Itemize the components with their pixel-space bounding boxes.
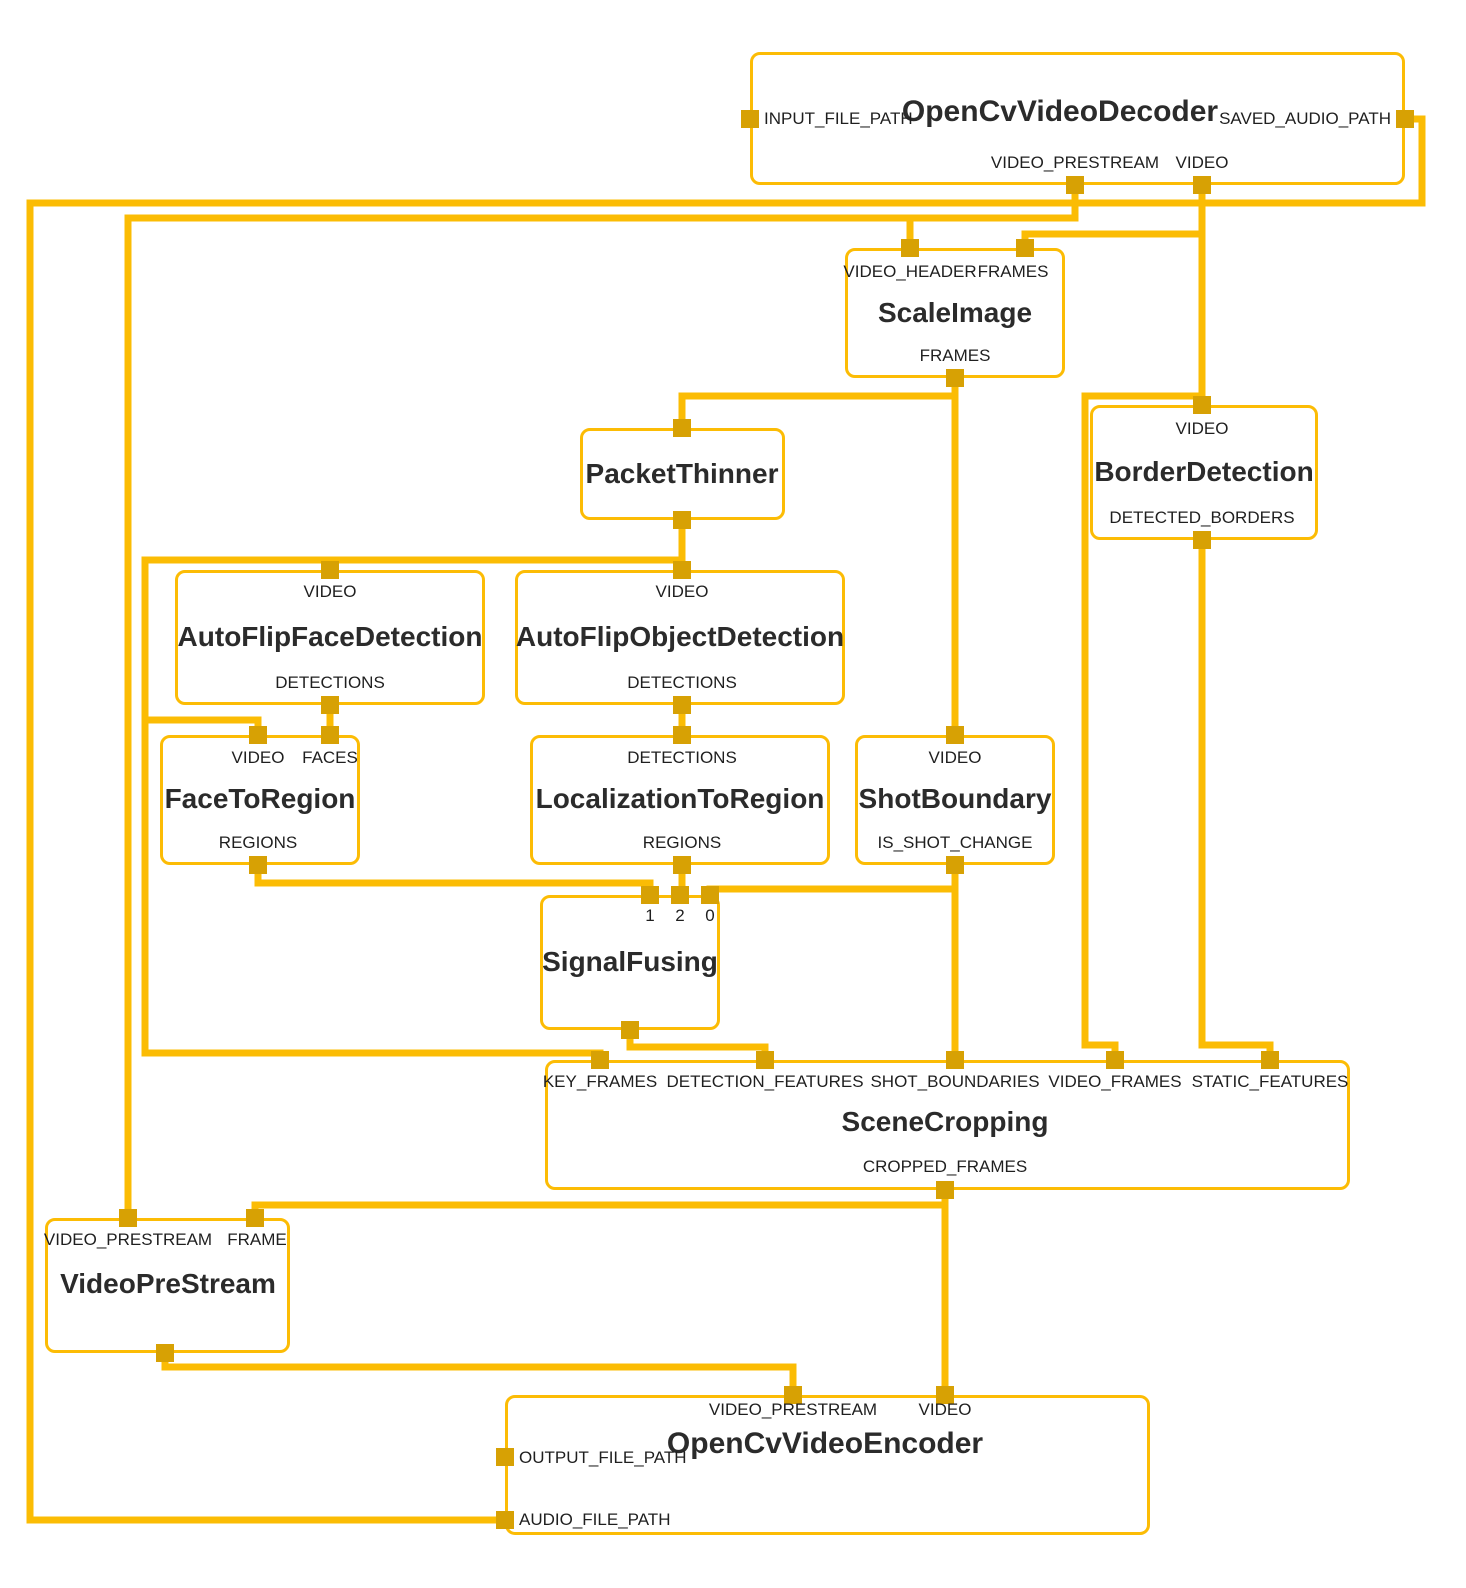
port-label: VIDEO — [655, 582, 709, 601]
edge-fused-regions — [626, 1030, 769, 1060]
node-opencv-video-decoder-title: OpenCvVideoDecoder — [901, 95, 1219, 128]
port-label: VIDEO_HEADER — [843, 262, 977, 281]
port-label: VIDEO_PRESTREAM — [43, 1230, 213, 1249]
port-label: FRAMES — [977, 262, 1049, 281]
port-label: VIDEO — [918, 1400, 972, 1419]
port-label: KEY_FRAMES — [542, 1072, 658, 1091]
port-label: VIDEO — [1175, 153, 1229, 172]
port-label: DETECTION_FEATURES — [666, 1072, 864, 1091]
port-label: INPUT_FILE_PATH — [764, 109, 913, 128]
port-label: DETECTIONS — [627, 673, 737, 692]
port-label: OUTPUT_FILE_PATH — [519, 1448, 687, 1467]
node-autoflip-face-detection-title: AutoFlipFaceDetection — [177, 621, 483, 652]
port-label: VIDEO_PRESTREAM — [990, 153, 1160, 172]
port-label: VIDEO_FRAMES — [1048, 1072, 1182, 1091]
edge-video-to-scale-frames — [1021, 230, 1202, 248]
port-label: REGIONS — [218, 833, 298, 852]
node-border-detection-title: BorderDetection — [1094, 456, 1314, 487]
node-opencv-video-encoder-title: OpenCvVideoEncoder — [666, 1427, 984, 1460]
port-label: DETECTIONS — [275, 673, 385, 692]
port-label: FRAME — [227, 1230, 287, 1249]
edge-shot-change-to-fusing — [706, 885, 955, 895]
node-scale-image-title: ScaleImage — [877, 297, 1033, 328]
port-label: DETECTIONS — [627, 748, 737, 767]
node-video-pre-stream-title: VideoPreStream — [60, 1268, 276, 1299]
port-label: 1 — [645, 906, 655, 925]
port-label: VIDEO — [928, 748, 982, 767]
port-label: 0 — [705, 906, 715, 925]
port-label: VIDEO — [1175, 419, 1229, 438]
edge-detected-borders — [1198, 540, 1274, 1060]
port-label: VIDEO — [303, 582, 357, 601]
port-label: DETECTED_BORDERS — [1109, 508, 1295, 527]
node-localization-to-region-title: LocalizationToRegion — [535, 783, 825, 814]
node-scene-cropping-title: SceneCropping — [841, 1106, 1049, 1137]
edge-frames-to-packetthinner — [678, 392, 955, 428]
node-signal-fusing-title: SignalFusing — [542, 946, 718, 977]
port-label: CROPPED_FRAMES — [862, 1157, 1028, 1176]
port-label: SAVED_AUDIO_PATH — [1219, 109, 1391, 128]
port-label: REGIONS — [642, 833, 722, 852]
edge-face-regions — [254, 865, 654, 895]
port-label: SHOT_BOUNDARIES — [870, 1072, 1040, 1091]
edge-prestream-header-out — [161, 1353, 797, 1395]
port-label: VIDEO — [231, 748, 285, 767]
port-label: VIDEO_PRESTREAM — [708, 1400, 878, 1419]
port-label: AUDIO_FILE_PATH — [519, 1510, 671, 1529]
node-packet-thinner-title: PacketThinner — [585, 458, 779, 489]
edge-thinned-to-facetoregion — [145, 716, 262, 735]
port-label: STATIC_FEATURES — [1191, 1072, 1349, 1091]
port-label: FRAMES — [919, 346, 991, 365]
node-face-to-region-title: FaceToRegion — [164, 783, 356, 814]
node-autoflip-object-detection-title: AutoFlipObjectDetection — [515, 621, 845, 652]
port-label: IS_SHOT_CHANGE — [877, 833, 1033, 852]
edge-cropped-to-prestream — [251, 1201, 945, 1218]
node-shot-boundary-title: ShotBoundary — [858, 783, 1052, 814]
port-label: 2 — [675, 906, 685, 925]
port-label: FACES — [302, 748, 358, 767]
